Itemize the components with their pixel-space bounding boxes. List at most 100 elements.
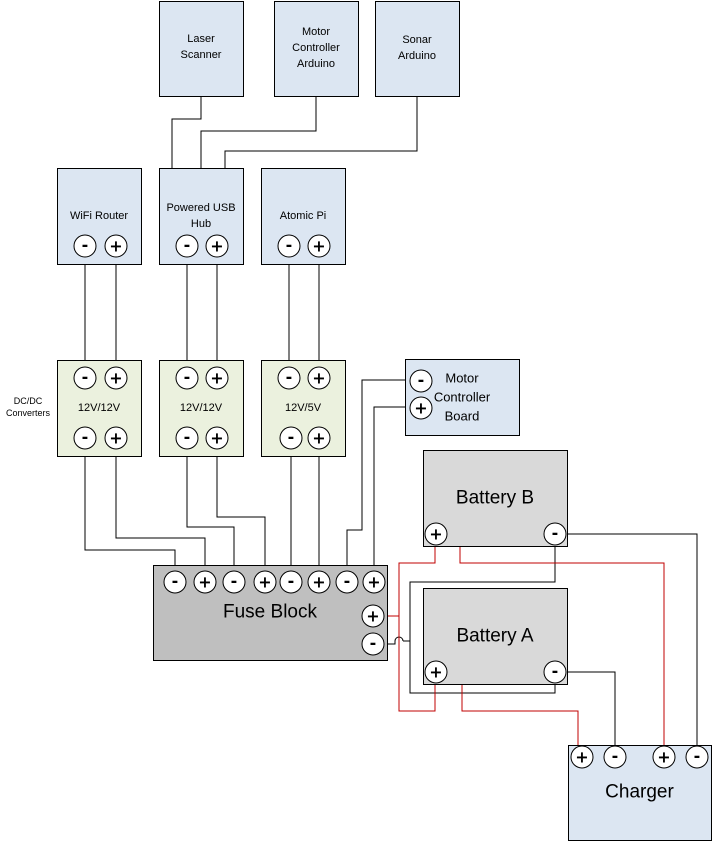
box-labels: LaserScannerMotorControllerArduinoSonarA… [6,26,674,803]
plus-terminal-icon: + [307,366,331,390]
plus-terminal-icon: + [570,745,594,769]
svg-text:-: - [552,662,559,681]
motor-controller-arduino-label: Motor [302,26,330,38]
minus-terminal-icon: - [175,426,199,450]
plus-terminal-icon: + [652,745,676,769]
svg-text:+: + [109,429,122,448]
motor-controller-arduino-label: Controller [292,42,340,54]
svg-text:-: - [286,368,293,387]
minus-terminal-icon: - [73,234,97,258]
minus-terminal-icon: - [277,234,301,258]
fuse-wire-4 [216,450,266,570]
converter-2-label: 12V/12V [180,402,223,414]
dc-dc-converters-label: DC/DC [14,396,43,406]
svg-text:-: - [184,428,191,447]
svg-text:-: - [418,371,425,390]
laser-scanner-box [159,1,244,97]
motor-controller-arduino-box [274,1,359,97]
black-wires [84,96,698,750]
svg-text:-: - [231,572,238,591]
plus-terminal-icon: + [205,426,229,450]
usb-wire-sonar [224,96,418,168]
fuse-wire-1 [84,450,176,570]
charger-label: Charger [605,782,674,803]
battery-b-minus-wire [409,534,556,641]
converter-3-box [261,360,346,457]
plus-terminal-icon: + [193,570,217,594]
svg-text:-: - [370,634,377,653]
motor-controller-board-label: Controller [434,390,491,405]
plus-terminal-icon: + [307,570,331,594]
motor-controller-arduino-label: Arduino [297,58,335,70]
powered-usb-hub-box [159,168,244,265]
plus-terminal-icon: + [104,234,128,258]
svg-text:-: - [286,236,293,255]
svg-text:+: + [366,607,379,626]
dc-dc-converters-label: Converters [6,408,51,418]
atomic-pi-box [261,168,346,265]
minus-terminal-icon: - [603,745,627,769]
sonar-arduino-label: Arduino [398,50,436,62]
battery-a-minus-wire [403,640,556,694]
svg-text:-: - [694,747,701,766]
charger-wire-b-minus [560,533,698,750]
plus-terminal-icon: + [205,234,229,258]
minus-terminal-icon: - [73,426,97,450]
svg-text:+: + [312,369,325,388]
svg-text:+: + [575,748,588,767]
red-fuse-plus-to-battery-b [386,534,436,617]
plus-terminal-icon: + [307,426,331,450]
sonar-arduino-label: Sonar [402,34,432,46]
svg-text:-: - [552,524,559,543]
minus-terminal-icon: - [175,366,199,390]
sonar-arduino-box [375,1,460,97]
fuse-wire-3 [186,450,235,570]
battery-a-label: Battery A [456,626,533,647]
svg-text:+: + [210,429,223,448]
svg-text:+: + [312,429,325,448]
plus-terminal-icon: + [104,366,128,390]
minus-terminal-icon: - [73,366,97,390]
svg-text:-: - [288,572,295,591]
minus-terminal-icon: - [543,522,567,546]
svg-text:-: - [172,572,179,591]
svg-text:-: - [82,368,89,387]
charger-wire-a-minus [560,671,616,750]
minus-terminal-icon: - [163,570,187,594]
powered-usb-hub-label: Hub [191,218,211,230]
svg-text:+: + [258,573,271,592]
svg-text:-: - [184,368,191,387]
minus-terminal-icon: - [685,745,709,769]
plus-terminal-icon: + [424,522,448,546]
plus-terminal-icon: + [205,366,229,390]
svg-text:+: + [109,369,122,388]
svg-text:-: - [82,236,89,255]
wifi-router-box [57,168,142,265]
fuse-wire-2 [115,450,206,570]
usb-wire-laser [171,96,202,168]
svg-text:-: - [344,572,351,591]
svg-text:+: + [429,525,442,544]
laser-scanner-label: Laser [187,33,215,45]
plus-terminal-icon: + [424,660,448,684]
minus-terminal-icon: - [222,570,246,594]
plus-terminal-icon: + [362,570,386,594]
minus-terminal-icon: - [543,660,567,684]
plus-terminal-icon: + [361,604,385,628]
motor-controller-board-label: Motor [445,371,479,386]
laser-scanner-label: Scanner [181,49,222,61]
plus-terminal-icon: + [307,234,331,258]
svg-text:-: - [82,428,89,447]
powered-usb-hub-label: Powered USB [166,202,235,214]
minus-terminal-icon: - [335,570,359,594]
usb-wire-motor-arduino [200,96,317,168]
wifi-router-label: WiFi Router [70,210,128,222]
motor-board-wire-plus [373,406,410,570]
svg-text:+: + [210,237,223,256]
plus-terminal-icon: + [253,570,277,594]
atomic-pi-label: Atomic Pi [280,210,326,222]
svg-text:+: + [198,573,211,592]
svg-text:+: + [210,369,223,388]
svg-text:+: + [429,663,442,682]
